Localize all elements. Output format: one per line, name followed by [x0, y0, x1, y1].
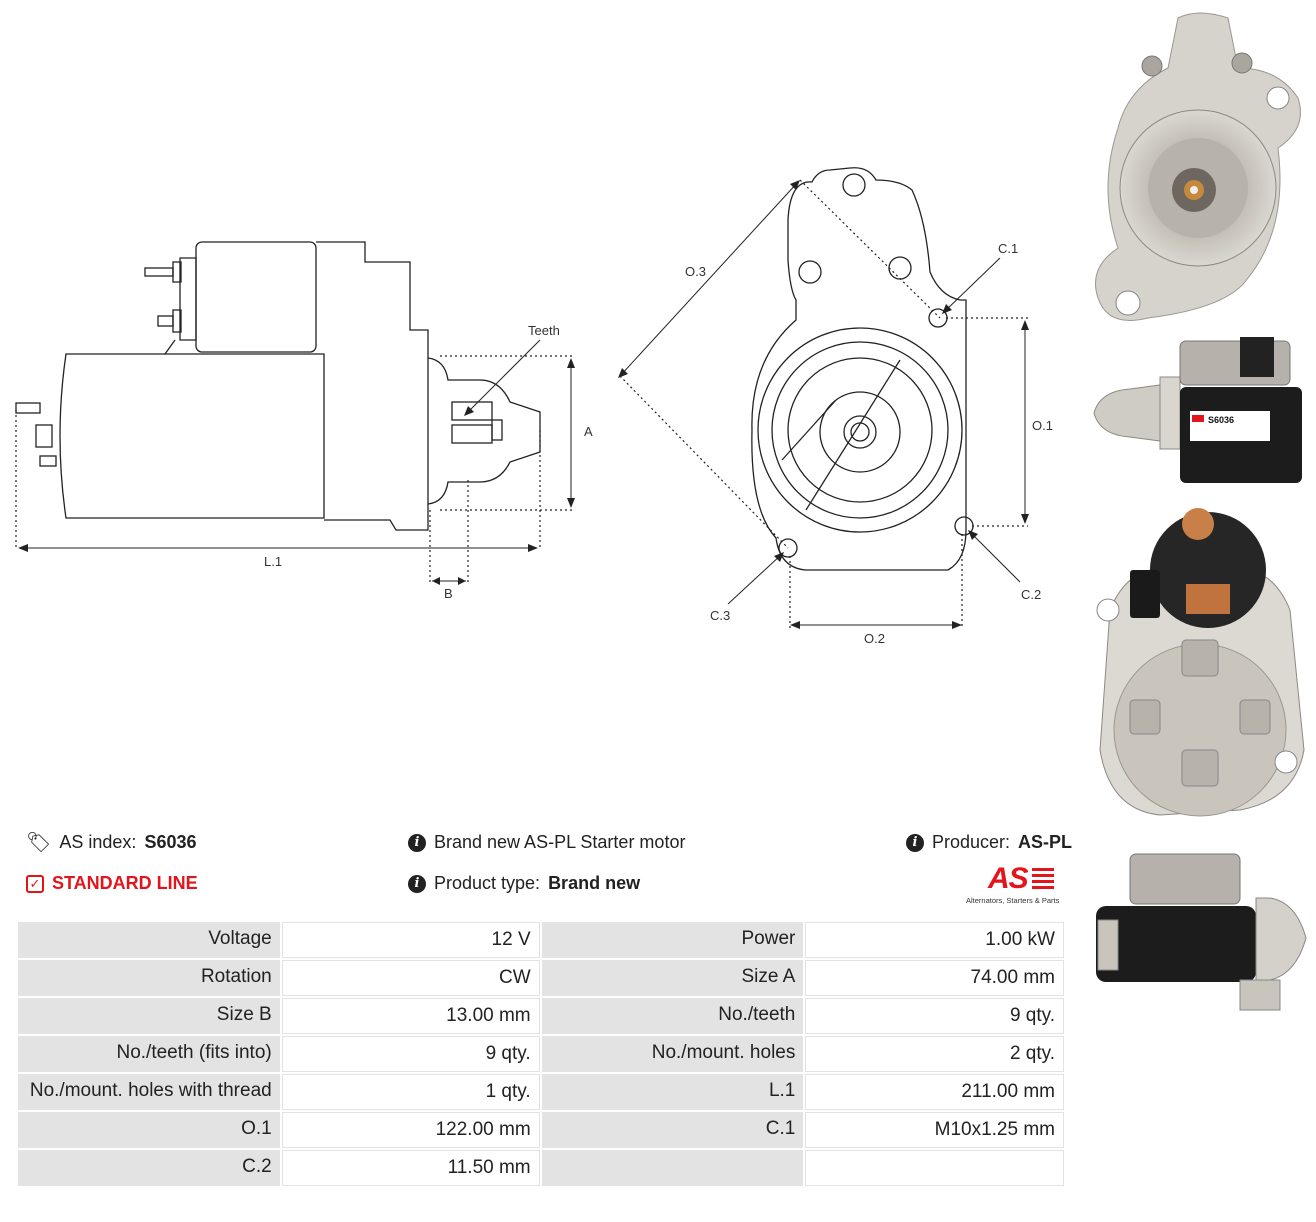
dim-label-b: B — [444, 586, 453, 601]
spec-row: No./teeth (fits into)9 qty.No./mount. ho… — [18, 1036, 1064, 1072]
dim-label-a: A — [584, 424, 593, 439]
product-photo-side-angle — [1096, 853, 1307, 1011]
dim-label-o2: O.2 — [864, 631, 885, 646]
producer-row: i Producer: AS-PL — [906, 832, 1072, 853]
info-icon: i — [906, 833, 924, 852]
product-photo-rear — [1096, 508, 1305, 817]
as-pl-logo: AS Alternators, Starters & Parts — [960, 864, 1070, 910]
info-icon: i — [408, 833, 426, 852]
spec-key: L.1 — [541, 1074, 804, 1110]
spec-value: 9 qty. — [281, 1036, 540, 1072]
spec-value: CW — [281, 960, 540, 996]
spec-key: C.1 — [541, 1112, 804, 1148]
product-photo-front — [1095, 12, 1301, 321]
as-logo-mark: AS — [988, 862, 1029, 895]
spec-value: 1 qty. — [281, 1074, 540, 1110]
as-logo-tagline: Alternators, Starters & Parts — [966, 896, 1060, 905]
as-index-label: AS index: — [59, 832, 137, 852]
dim-label-c1: C.1 — [998, 241, 1018, 256]
product-photo-side: S6036 — [1093, 337, 1302, 483]
spec-value: 9 qty. — [805, 998, 1064, 1034]
spec-key: No./mount. holes with thread — [18, 1074, 280, 1110]
spec-value: 12 V — [281, 922, 540, 958]
dim-label-c2: C.2 — [1021, 587, 1041, 602]
spec-value: 13.00 mm — [281, 998, 540, 1034]
standard-line-label: STANDARD LINE — [52, 873, 198, 893]
spec-value: 74.00 mm — [805, 960, 1064, 996]
dim-label-o1: O.1 — [1032, 418, 1053, 433]
as-index-row: 🏷︎ AS index: S6036 — [26, 832, 197, 853]
dim-label-o3: O.3 — [685, 264, 706, 279]
spec-key: Size B — [18, 998, 280, 1034]
product-type-row: i Product type: Brand new — [408, 873, 640, 894]
spec-value: 211.00 mm — [805, 1074, 1064, 1110]
spec-key: Rotation — [18, 960, 280, 996]
spec-key: No./teeth — [541, 998, 804, 1034]
product-type-label: Product type: — [434, 873, 541, 893]
spec-key: Power — [541, 922, 804, 958]
spec-value: 2 qty. — [805, 1036, 1064, 1072]
spec-key: Size A — [541, 960, 804, 996]
spec-key: O.1 — [18, 1112, 280, 1148]
spec-key: Voltage — [18, 922, 280, 958]
producer-label: Producer: — [932, 832, 1011, 852]
as-logo-stripes — [1032, 868, 1054, 890]
product-type-value: Brand new — [548, 873, 641, 893]
dim-label-teeth: Teeth — [528, 323, 560, 338]
spec-value: M10x1.25 mm — [805, 1112, 1064, 1148]
side-view-drawing: A Teeth L.1 B — [15, 241, 593, 601]
spec-key: C.2 — [18, 1150, 280, 1186]
checkbox-checked-icon: ✓ — [26, 874, 44, 893]
producer-value: AS-PL — [1018, 832, 1073, 852]
photo-label-index: S6036 — [1208, 415, 1234, 425]
dim-label-l1: L.1 — [264, 554, 282, 569]
tag-icon: 🏷︎ — [26, 831, 52, 854]
spec-key: No./mount. holes — [541, 1036, 804, 1072]
as-index-value: S6036 — [144, 832, 197, 852]
spec-key — [541, 1150, 804, 1186]
description-row: i Brand new AS-PL Starter motor — [408, 832, 685, 853]
front-view-drawing: O.3 C.1 O.1 C.2 C.3 O.2 — [618, 167, 1053, 646]
spec-value: 11.50 mm — [281, 1150, 540, 1186]
spec-value: 1.00 kW — [805, 922, 1064, 958]
spec-value: 122.00 mm — [281, 1112, 540, 1148]
info-icon: i — [408, 874, 426, 893]
spec-value — [805, 1150, 1064, 1186]
product-description: Brand new AS-PL Starter motor — [434, 832, 686, 852]
dim-label-c3: C.3 — [710, 608, 730, 623]
standard-line-row: ✓ STANDARD LINE — [26, 873, 198, 894]
spec-key: No./teeth (fits into) — [18, 1036, 280, 1072]
